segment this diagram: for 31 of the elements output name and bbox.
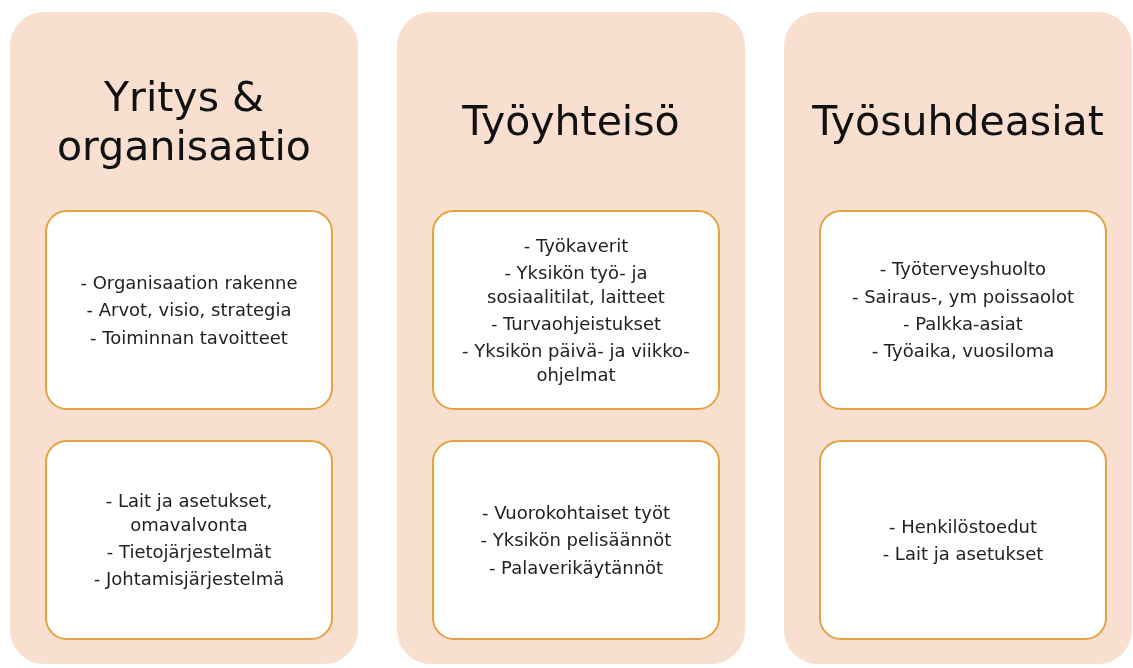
category-panel [397, 12, 745, 664]
bullet-item: - Palkka-asiat [903, 312, 1023, 336]
bullet-item: - Työkaverit [523, 233, 629, 258]
topic-card [819, 210, 1107, 410]
topic-card [45, 440, 333, 640]
bullet-item: - Lait ja asetukset [882, 542, 1044, 566]
bullet-item: - Vuorokohtaiset työt [481, 500, 671, 525]
bullet-item: - Sairaus-, ym poissaolot [851, 284, 1074, 308]
bullet-item: - Organisaation rakenne [80, 270, 298, 295]
topic-card [432, 210, 720, 410]
bullet-item: - Arvot, visio, strategia [86, 298, 292, 322]
bullet-item: - Johtamisjärjestelmä [93, 567, 285, 591]
bullet-item: - Työaika, vuosiloma [871, 339, 1055, 363]
bullet-item: - Henkilöstoedut [888, 514, 1038, 538]
category-panel [784, 12, 1132, 664]
bullet-item: - Yksikön päivä- ja viikko-ohjelmat [461, 339, 691, 387]
bullet-item: - Työterveyshuolto [879, 257, 1047, 281]
topic-card [432, 440, 720, 640]
panel-heading: Työyhteisö [462, 97, 680, 147]
bullet-item: - Yksikön pelisäännöt [480, 528, 672, 552]
topic-card [45, 210, 333, 410]
bullet-item: - Lait ja asetukset, omavalvonta [104, 489, 274, 536]
bullet-item: - Turvaohjeistukset [490, 312, 662, 336]
panel-heading: Työsuhdeasiat [812, 97, 1104, 147]
category-panel [10, 12, 358, 664]
panel-heading: Yritys & organisaatio [56, 72, 312, 172]
topic-card [819, 440, 1107, 640]
bullet-item: - Toiminnan tavoitteet [90, 325, 288, 350]
bullet-item: - Tietojärjestelmät [106, 540, 272, 564]
bullet-item: - Yksikön työ- ja sosiaalitilat, laitteet [486, 261, 666, 308]
bullet-item: - Palaverikäytännöt [488, 555, 664, 580]
